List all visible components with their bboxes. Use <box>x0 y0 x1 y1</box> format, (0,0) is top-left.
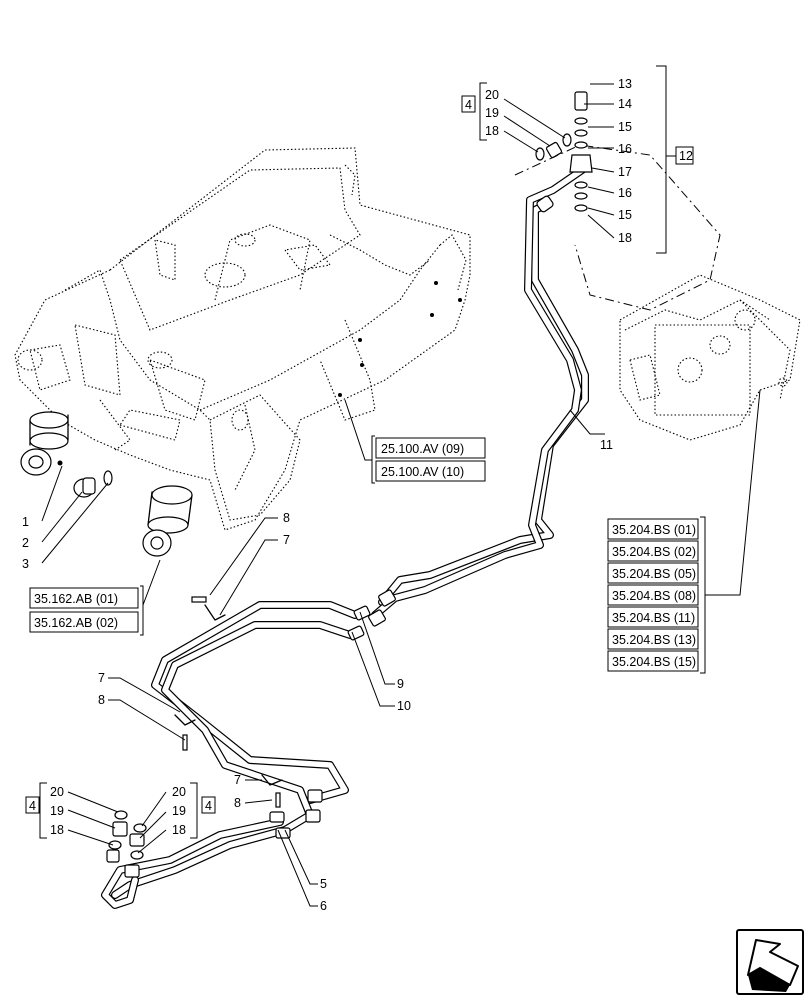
callout-20: 20 <box>172 785 186 799</box>
callout-8: 8 <box>98 693 105 707</box>
callout-15: 15 <box>618 208 632 222</box>
callout-15: 15 <box>618 120 632 134</box>
ref-cylinder-2[interactable]: 35.162.AB (02) <box>34 616 118 630</box>
callout-7: 7 <box>234 773 241 787</box>
ref-valve-7[interactable]: 35.204.BS (15) <box>612 655 696 669</box>
callout-8: 8 <box>234 796 241 810</box>
callout-4: 4 <box>465 98 472 112</box>
ref-valve-5[interactable]: 35.204.BS (11) <box>612 611 695 625</box>
cylinder-reference-boxes[interactable]: 35.162.AB (01) 35.162.AB (02) <box>29 587 139 633</box>
callout-3: 3 <box>22 557 29 571</box>
callout-10: 10 <box>397 699 411 713</box>
callout-4: 4 <box>205 799 212 813</box>
ref-valve-3[interactable]: 35.204.BS (05) <box>612 567 696 581</box>
ref-axle-1[interactable]: 25.100.AV (09) <box>381 442 464 456</box>
callout-11: 11 <box>600 438 613 452</box>
callout-18: 18 <box>618 231 632 245</box>
callout-1: 1 <box>22 515 29 529</box>
axle-support-illustration <box>14 147 471 531</box>
callout-2: 2 <box>22 536 29 550</box>
callout-19: 19 <box>172 804 186 818</box>
callout-18: 18 <box>172 823 186 837</box>
ref-cylinder-1[interactable]: 35.162.AB (01) <box>34 592 118 606</box>
callout-5: 5 <box>320 877 327 891</box>
callout-19: 19 <box>485 106 499 120</box>
callout-20: 20 <box>50 785 64 799</box>
pipe-11 <box>371 164 589 619</box>
callout-13: 13 <box>618 77 632 91</box>
callout-16: 16 <box>618 142 632 156</box>
callout-6: 6 <box>320 899 327 913</box>
callout-20: 20 <box>485 88 499 102</box>
fitting-group-bottom-right <box>129 823 147 860</box>
callout-9: 9 <box>397 677 404 691</box>
fitting-stack-13-18 <box>569 91 593 212</box>
callout-16: 16 <box>618 186 632 200</box>
callout-18: 18 <box>50 823 64 837</box>
fitting-group-top <box>535 133 572 161</box>
ref-valve-4[interactable]: 35.204.BS (08) <box>612 589 696 603</box>
pipe-lower <box>101 601 359 909</box>
callout-numbers: 1 2 3 8 7 7 8 7 8 9 10 5 6 11 13 14 15 1… <box>22 77 694 913</box>
ref-valve-1[interactable]: 35.204.BS (01) <box>612 523 696 537</box>
left-cylinder-illustration <box>20 411 69 476</box>
valve-reference-boxes[interactable]: 35.204.BS (01) 35.204.BS (02) 35.204.BS … <box>607 518 699 672</box>
fitting-group-bottom-left <box>108 810 128 850</box>
callout-7: 7 <box>98 671 105 685</box>
pipe-fittings <box>106 195 554 878</box>
callout-17: 17 <box>618 165 632 179</box>
callout-14: 14 <box>618 97 632 111</box>
ref-axle-2[interactable]: 25.100.AV (10) <box>381 465 464 479</box>
clamps-and-bolts <box>174 596 283 808</box>
control-valve-illustration <box>514 144 801 441</box>
callout-18: 18 <box>485 124 499 138</box>
callout-8: 8 <box>283 511 290 525</box>
ref-valve-2[interactable]: 35.204.BS (02) <box>612 545 696 559</box>
axle-reference-boxes[interactable]: 25.100.AV (09) 25.100.AV (10) <box>375 437 486 482</box>
callout-12: 12 <box>679 149 693 163</box>
arrow-previous-icon[interactable] <box>736 929 804 995</box>
callout-7: 7 <box>283 533 290 547</box>
callout-19: 19 <box>50 804 64 818</box>
leader-lines <box>41 83 761 907</box>
right-cylinder-illustration <box>142 485 193 557</box>
ref-valve-6[interactable]: 35.204.BS (13) <box>612 633 696 647</box>
callout-4: 4 <box>29 799 36 813</box>
brackets <box>39 65 706 839</box>
fitting-parts-1-2-3 <box>57 460 113 498</box>
